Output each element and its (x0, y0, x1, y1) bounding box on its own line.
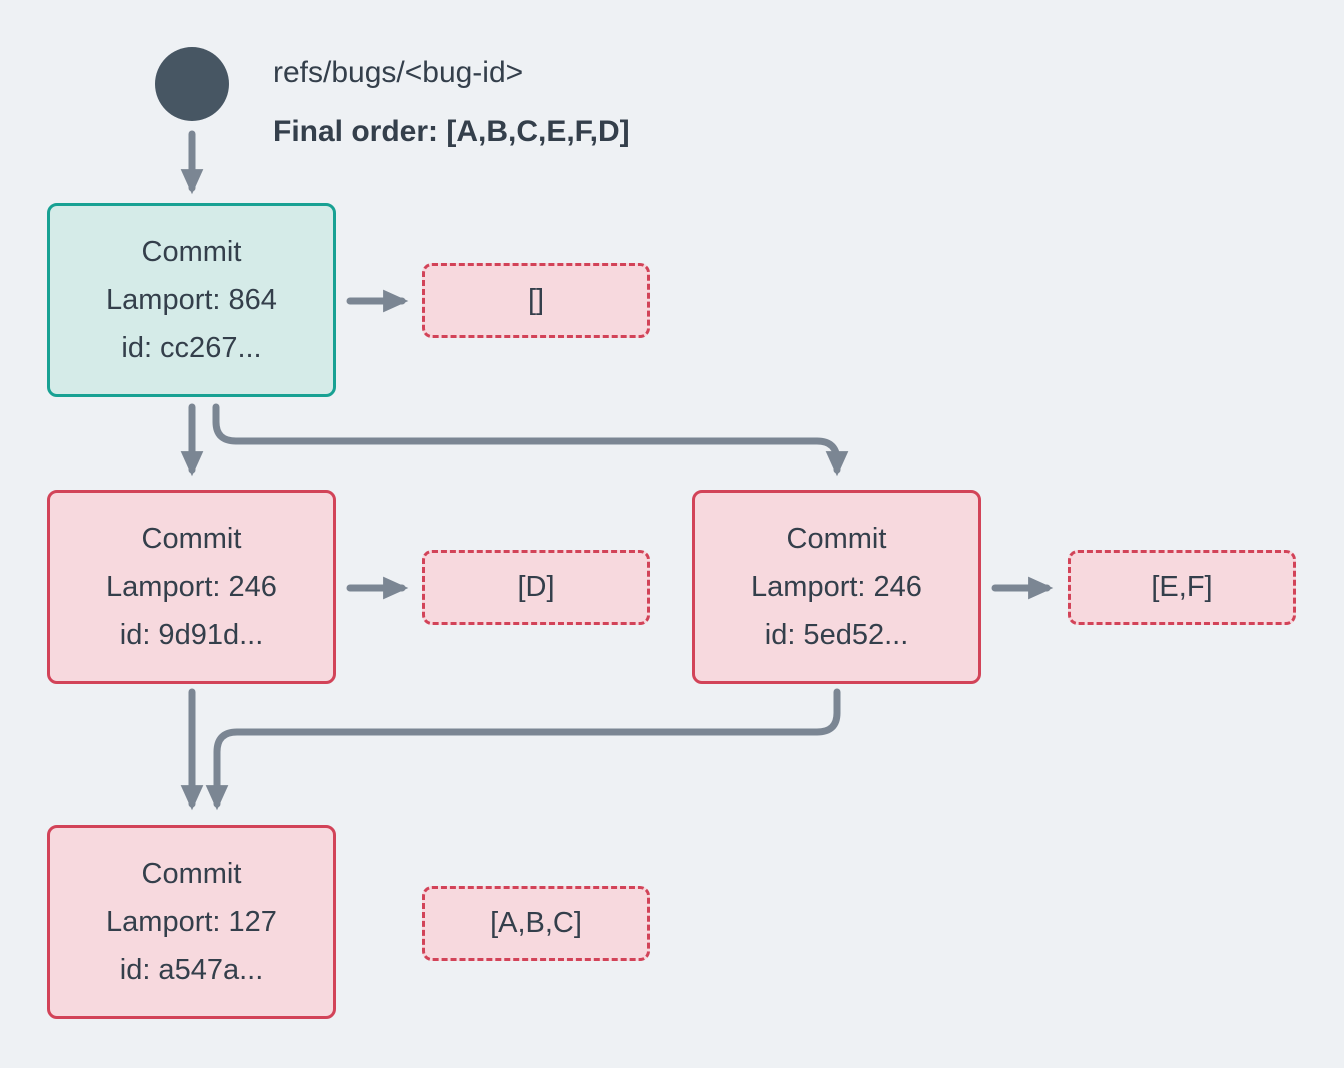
commit-title: Commit (141, 236, 242, 268)
commit-node-bottom: Commit Lamport: 127 id: a547a... (47, 825, 336, 1019)
commit-lamport: Lamport: 864 (106, 284, 277, 316)
branch-ref-label: refs/bugs/<bug-id> (273, 56, 524, 89)
commit-node-right: Commit Lamport: 246 id: 5ed52... (692, 490, 981, 684)
commit-id: id: a547a... (119, 954, 264, 986)
ops-box-bottom: [A,B,C] (422, 886, 650, 961)
commit-lamport: Lamport: 127 (106, 906, 277, 938)
commit-id: id: 9d91d... (119, 619, 264, 651)
ops-list: [E,F] (1151, 571, 1213, 603)
commit-title: Commit (141, 858, 242, 890)
commit-node-root: Commit Lamport: 864 id: cc267... (47, 203, 336, 397)
commit-title: Commit (141, 523, 242, 555)
ops-list: [A,B,C] (490, 907, 582, 939)
commit-id: id: cc267... (121, 332, 262, 364)
final-order-label: Final order: [A,B,C,E,F,D] (273, 115, 630, 148)
commit-id: id: 5ed52... (764, 619, 909, 651)
commit-lamport: Lamport: 246 (751, 571, 922, 603)
branch-ref-node (155, 47, 229, 121)
arrow-root-to-right (212, 403, 849, 477)
ops-list: [] (527, 284, 545, 316)
ops-list: [D] (517, 571, 555, 603)
ops-box-right: [E,F] (1068, 550, 1296, 625)
commit-lamport: Lamport: 246 (106, 571, 277, 603)
commit-title: Commit (786, 523, 887, 555)
ops-box-left: [D] (422, 550, 650, 625)
commit-node-left: Commit Lamport: 246 id: 9d91d... (47, 490, 336, 684)
arrow-right-to-bottom (205, 688, 841, 811)
ops-box-root: [] (422, 263, 650, 338)
